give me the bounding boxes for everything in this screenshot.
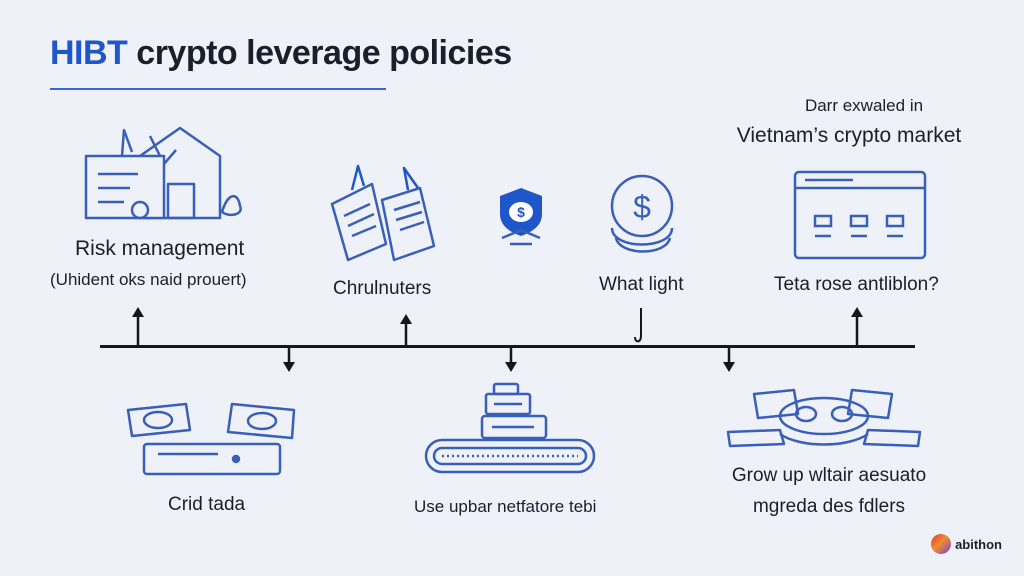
up-arrow-icon	[131, 307, 145, 352]
paired-documents-icon	[328, 160, 438, 270]
bottom-item-label-2: Use upbar netfatore tebi	[414, 497, 597, 516]
bottom-item-label-3a: Grow up wltair aesuato	[731, 465, 927, 486]
down-arrow-icon	[282, 348, 296, 377]
note-line1: Darr exwaled in	[804, 96, 924, 115]
bottom-item-label-3b: mgreda des fdlers	[752, 496, 906, 517]
terminal-base-icon	[424, 382, 596, 474]
shield-coin-icon: $	[496, 186, 546, 246]
note-line2: Vietnam’s crypto market	[736, 124, 962, 147]
dollar-coin-icon: $	[606, 172, 678, 264]
title-rest: crypto leverage policies	[136, 34, 512, 72]
down-arrow-icon	[722, 348, 736, 377]
svg-text:$: $	[517, 204, 525, 220]
top-item-sublabel-1: (Uhident oks naid prouert)	[50, 270, 247, 289]
page-title: HIBT crypto leverage policies	[50, 34, 512, 73]
house-documents-icon	[80, 122, 250, 222]
cards-device-icon	[122, 396, 300, 480]
down-arrow-icon	[504, 348, 518, 377]
top-item-label-4: What light	[599, 274, 684, 295]
hook-marker-icon	[632, 306, 646, 351]
top-item-label-5: Teta rose antliblon?	[774, 274, 939, 295]
brand-watermark: abithon	[931, 534, 1002, 554]
title-accent: HIBT	[50, 34, 128, 72]
brand-name: abithon	[955, 536, 1002, 552]
top-item-label-1: Risk management	[75, 237, 245, 260]
dashboard-window-icon	[793, 170, 929, 262]
up-arrow-icon	[399, 314, 413, 352]
svg-text:$: $	[633, 189, 651, 225]
title-underline	[50, 88, 386, 90]
brand-logo-icon	[931, 534, 952, 554]
top-item-label-2: Chrulnuters	[333, 278, 432, 299]
money-stack-icon	[726, 388, 922, 456]
timeline-axis	[100, 345, 915, 348]
up-arrow-icon	[850, 307, 864, 352]
bottom-item-label-1: Crid tada	[168, 494, 246, 515]
